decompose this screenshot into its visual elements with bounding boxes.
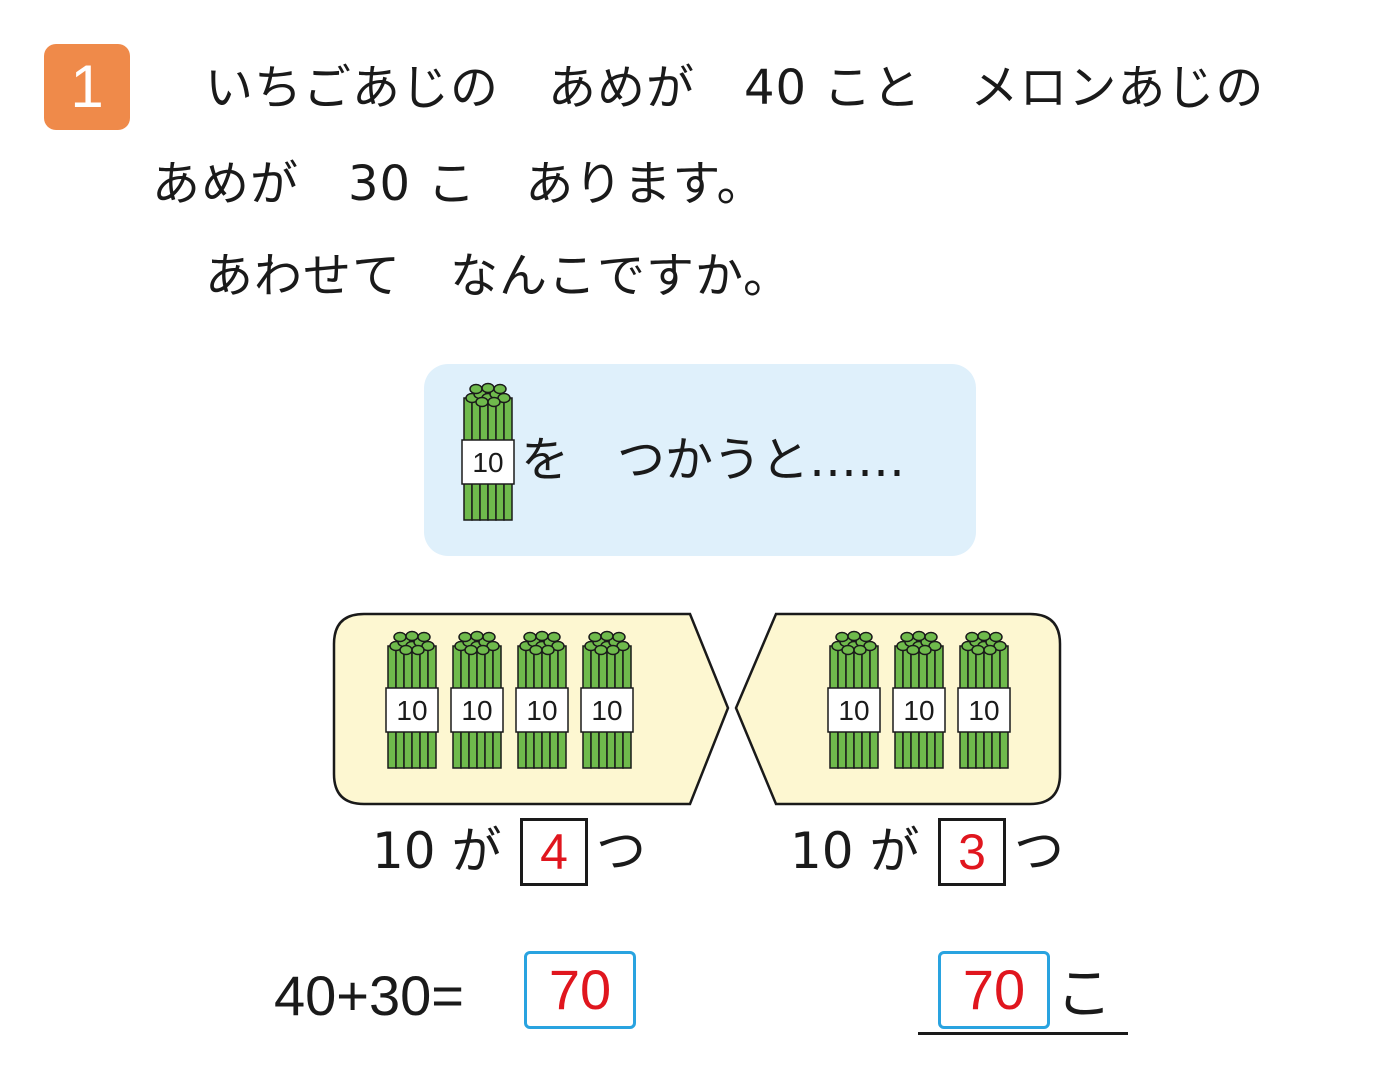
- bundle-of-ten-icon-label: 10: [472, 447, 503, 478]
- right-bubble: [734, 612, 1062, 806]
- bundle-of-ten-icon: 10: [450, 630, 504, 769]
- bundle-of-ten-icon: 10: [515, 630, 569, 769]
- bundle-of-ten-icon-label: 10: [461, 695, 492, 726]
- bundle-of-ten-icon: 10: [892, 630, 946, 769]
- right-count-suffix: つ: [1014, 822, 1064, 880]
- problem-text-line-3: あわせて なんこですか。: [205, 248, 793, 304]
- bundle-of-ten-icon-label: 10: [903, 695, 934, 726]
- equation-answer-box[interactable]: 70: [524, 951, 636, 1029]
- bundle-of-ten-icon-label: 10: [526, 695, 557, 726]
- right-count-answer-box[interactable]: 3: [938, 818, 1006, 886]
- final-answer-box[interactable]: 70: [938, 951, 1050, 1029]
- problem-number-badge: 1: [44, 44, 130, 130]
- bundle-of-ten-icon: 10: [385, 630, 439, 769]
- equation-expression: 40+30=: [274, 964, 464, 1027]
- right-count-prefix: 10 が: [790, 822, 920, 880]
- final-answer-unit: こ: [1056, 962, 1112, 1025]
- bundle-of-ten-icon: 10: [461, 382, 515, 521]
- bundle-of-ten-icon: 10: [827, 630, 881, 769]
- hint-box: [424, 364, 976, 556]
- bundle-of-ten-icon-label: 10: [591, 695, 622, 726]
- answer-underline: [918, 1032, 1128, 1035]
- bundle-of-ten-icon: 10: [957, 630, 1011, 769]
- left-count-answer-box[interactable]: 4: [520, 818, 588, 886]
- right-bundle-group: 10 10 10: [827, 630, 1011, 769]
- hint-text: を つかうと……: [521, 432, 906, 488]
- left-bubble: [332, 612, 730, 806]
- problem-text-line-1: いちごあじの あめが 40 こと メロンあじの: [205, 60, 1265, 116]
- problem-text-line-2: あめが 30 こ あります。: [152, 156, 766, 212]
- bundle-of-ten-icon: 10: [580, 630, 634, 769]
- left-bundle-group: 10 10 10 10: [385, 630, 634, 769]
- left-count-prefix: 10 が: [372, 822, 502, 880]
- left-count-suffix: つ: [596, 822, 646, 880]
- bundle-of-ten-icon-label: 10: [838, 695, 869, 726]
- bundle-of-ten-icon-label: 10: [396, 695, 427, 726]
- bundle-of-ten-icon-label: 10: [968, 695, 999, 726]
- hint-bundle-icon: 10: [461, 382, 515, 521]
